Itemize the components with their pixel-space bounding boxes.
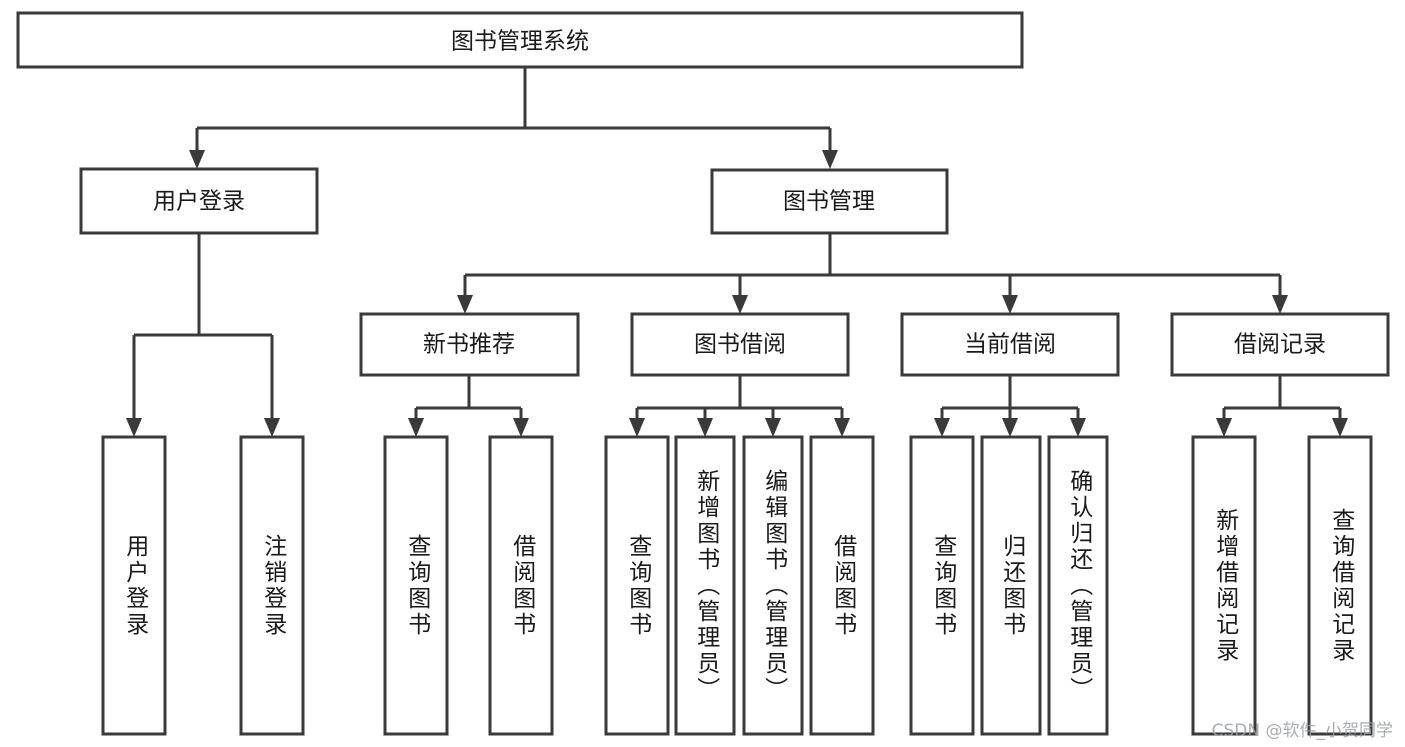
node-leaf-cb-1-box[interactable]: [909, 435, 975, 736]
arrow-head-leaf-bb-2: [697, 418, 713, 437]
arrow-head-book-borrow: [732, 295, 748, 314]
node-book-mgmt-label: 图书管理: [783, 189, 875, 215]
arrow-head-borrow-record: [1272, 295, 1288, 314]
node-leaf-bb-2-box[interactable]: [674, 435, 736, 736]
node-leaf-bb-3-box[interactable]: [742, 435, 804, 736]
node-book-borrow-label: 图书借阅: [694, 332, 786, 358]
node-borrow-record-box[interactable]: [1170, 312, 1390, 377]
node-leaf-cb-2-box[interactable]: [980, 435, 1042, 736]
node-current-borrow-label: 当前借阅: [964, 332, 1056, 358]
node-leaf-bb-4-box[interactable]: [809, 435, 875, 736]
node-book-borrow-box[interactable]: [630, 312, 850, 377]
node-leaf-user-login-1-box[interactable]: [101, 435, 167, 736]
node-root-label: 图书管理系统: [451, 29, 589, 55]
node-leaf-bb-1-box[interactable]: [604, 435, 670, 736]
node-borrow-record-label: 借阅记录: [1234, 332, 1326, 358]
node-leaf-br-1-box[interactable]: [1191, 435, 1257, 736]
node-leaf-br-2-box[interactable]: [1307, 435, 1373, 736]
arrow-head-leaf-cb-2: [1002, 418, 1018, 437]
node-user-login-box[interactable]: [79, 167, 319, 235]
arrow-head-leaf-user-login-1: [126, 418, 142, 437]
arrow-head-new-book-recommend: [457, 295, 473, 314]
node-new-book-recommend-label: 新书推荐: [423, 332, 515, 358]
arrow-head-user-login: [189, 150, 205, 169]
node-book-mgmt-box[interactable]: [710, 168, 949, 235]
arrow-head-leaf-nbr-2: [513, 418, 529, 437]
node-leaf-user-login-2-box[interactable]: [239, 435, 305, 736]
node-current-borrow-box[interactable]: [900, 312, 1120, 377]
node-root-box[interactable]: [16, 11, 1024, 69]
watermark: CSDN @软件_小贺同学: [1211, 721, 1393, 741]
arrow-head-leaf-bb-1: [629, 418, 645, 437]
node-leaf-cb-3-box[interactable]: [1047, 435, 1109, 736]
arrow-head-leaf-bb-4: [834, 418, 850, 437]
arrow-head-leaf-nbr-1: [408, 418, 424, 437]
node-user-login-label: 用户登录: [153, 189, 245, 215]
arrow-head-book-mgmt: [822, 150, 838, 169]
arrow-head-leaf-cb-1: [934, 418, 950, 437]
arrow-head-leaf-bb-3: [765, 418, 781, 437]
arrow-head-leaf-cb-3: [1070, 418, 1086, 437]
arrow-head-leaf-br-1: [1216, 418, 1232, 437]
arrow-head-leaf-user-login-2: [264, 418, 280, 437]
arrow-head-current-borrow: [1002, 295, 1018, 314]
arrow-head-leaf-br-2: [1332, 418, 1348, 437]
node-leaf-nbr-2-box[interactable]: [488, 435, 554, 736]
node-new-book-recommend-box[interactable]: [359, 312, 580, 377]
node-leaf-nbr-1-box[interactable]: [383, 435, 449, 736]
